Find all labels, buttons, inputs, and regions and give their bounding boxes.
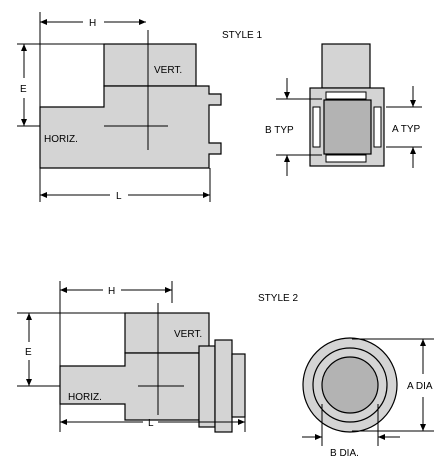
style1-vert-label: VERT.: [154, 65, 182, 76]
style2-flange: [198, 345, 216, 428]
style2-front-ring: [214, 339, 233, 433]
style2-title: STYLE 2: [258, 293, 298, 304]
style1-horiz-body: [39, 85, 222, 169]
style1-front-slot-bottom: [325, 154, 367, 163]
style2-nose: [231, 353, 246, 418]
style1-dim-l: L: [116, 191, 122, 202]
style2-b-dia: B DIA.: [330, 448, 359, 459]
style2-dim-h: H: [108, 286, 115, 297]
style2-vert-block: [124, 312, 210, 354]
style2-inner-core: [321, 356, 379, 414]
style2-dim-e: E: [25, 347, 32, 358]
style1-front-slot-right: [373, 106, 382, 148]
style1-group: STYLE 1 H E VERT. HORIZ. L: [17, 12, 422, 202]
style1-front-core: [323, 99, 372, 155]
style2-group: STYLE 2 H E VERT. HORIZ. L: [17, 281, 434, 459]
style1-dim-h: H: [89, 18, 96, 29]
style1-horiz-label: HORIZ.: [44, 134, 78, 145]
style1-front-top-block: [321, 43, 371, 89]
style1-dim-e: E: [20, 84, 27, 95]
style1-front-slot-top: [325, 91, 367, 100]
style1-title: STYLE 1: [222, 30, 262, 41]
style1-front-slot-left: [312, 106, 321, 148]
style2-dim-l: L: [148, 418, 154, 429]
style2-a-dia: A DIA: [407, 381, 433, 392]
style1-a-typ: A TYP: [392, 124, 420, 135]
style1-vert-block: [103, 43, 197, 87]
style2-vert-label: VERT.: [174, 329, 202, 340]
style1-b-typ: B TYP: [265, 125, 294, 136]
style2-horiz-label: HORIZ.: [68, 392, 102, 403]
